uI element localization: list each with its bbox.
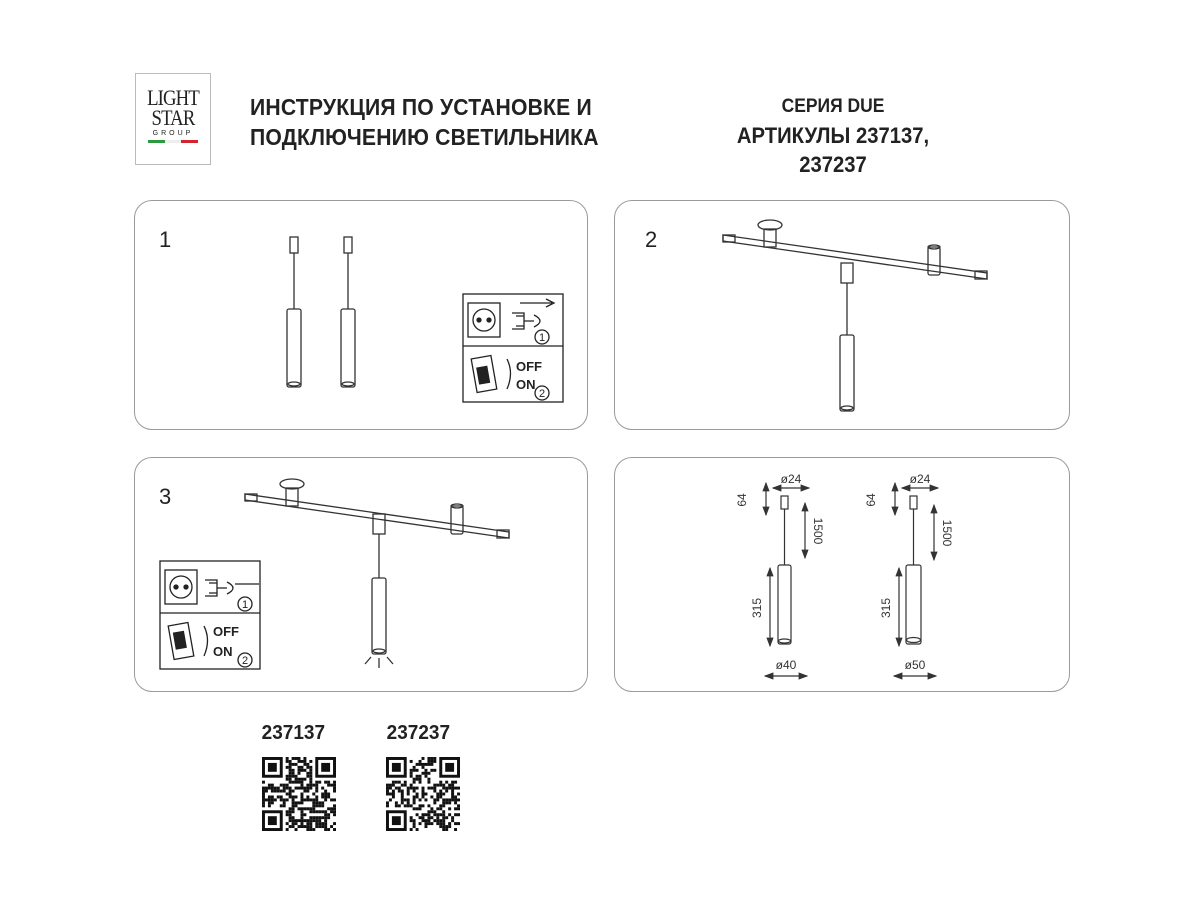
track-rail	[722, 234, 988, 280]
step-2-panel: 2	[614, 200, 1070, 430]
title-line-1: ИНСТРУКЦИЯ ПО УСТАНОВКЕ И	[250, 94, 592, 120]
qr-code-237137[interactable]	[262, 757, 336, 831]
step-3-panel: 3 1 OFF ON 2	[134, 457, 588, 692]
articles-line-2: 237237	[799, 152, 867, 177]
off-label: OFF	[516, 359, 542, 374]
body-length-label: 315	[750, 598, 764, 618]
step-badge-2: 2	[539, 388, 545, 400]
off-label: OFF	[213, 624, 239, 639]
power-on-instruction: 1 OFF ON 2	[159, 560, 261, 670]
title-line-2: ПОДКЛЮЧЕНИЮ СВЕТИЛЬНИКА	[250, 124, 599, 150]
top-diameter-label: ø24	[781, 472, 802, 486]
adapter-height-label: 64	[864, 493, 878, 507]
rotate-arrow-icon	[203, 625, 209, 657]
dimension-drawing-237237: ø24 64 1500 315 ø50	[864, 472, 954, 680]
articles-line-1: АРТИКУЛЫ 237137,	[736, 123, 930, 148]
body-diameter-label: ø40	[776, 658, 797, 672]
body-length-label: 315	[879, 598, 893, 618]
track-mount-illustration	[722, 219, 988, 412]
track-adapter	[840, 262, 854, 284]
installed-lamp-illustration	[244, 478, 510, 668]
step-number: 2	[645, 227, 658, 252]
logo-text-group: GROUP	[152, 130, 194, 137]
pendant-lamps-illustration	[286, 236, 356, 388]
italian-flag-stripe	[148, 140, 199, 143]
cable-length-label: 1500	[940, 520, 954, 547]
dimensions-panel: ø24 64 1500 315 ø40 ø24 64 1500 315 ø50	[614, 457, 1070, 692]
ceiling-mount	[757, 219, 783, 231]
qr-code-237237[interactable]	[386, 757, 460, 831]
step-badge-1: 1	[539, 332, 545, 344]
page-title: ИНСТРУКЦИЯ ПО УСТАНОВКЕ И ПОДКЛЮЧЕНИЮ СВ…	[250, 92, 599, 152]
body-diameter-label: ø50	[905, 658, 926, 672]
series-name: СЕРИЯ DUE	[781, 96, 885, 117]
step-badge-1: 1	[242, 599, 248, 611]
plug-icon	[205, 579, 259, 597]
series-info: СЕРИЯ DUE АРТИКУЛЫ 237137, 237237	[711, 92, 956, 179]
qr-label-237137: 237137	[261, 722, 326, 744]
step-badge-2: 2	[242, 655, 248, 667]
socket-icon	[467, 302, 501, 338]
on-label: ON	[516, 377, 536, 392]
logo-text-star: STAR	[151, 105, 196, 130]
lightstar-logo: LIGHT STAR GROUP	[135, 73, 211, 165]
cable-length-label: 1500	[811, 518, 825, 545]
light-rays-icon	[364, 656, 394, 668]
dimension-drawings: ø24 64 1500 315 ø40 ø24 64 1500 315 ø50	[735, 472, 954, 680]
adapter-height-label: 64	[735, 493, 749, 507]
socket-icon	[164, 569, 198, 605]
dimension-drawing-237137: ø24 64 1500 315 ø40	[735, 472, 825, 680]
pendant-body	[839, 334, 855, 412]
power-off-instruction: 1 OFF ON 2	[462, 293, 564, 403]
step-number: 1	[159, 227, 172, 252]
on-label: ON	[213, 644, 233, 659]
rotate-arrow-icon	[506, 358, 512, 390]
plug-icon	[512, 298, 556, 330]
step-1-panel: 1 1 OFF ON 2	[134, 200, 588, 430]
qr-label-237237: 237237	[386, 722, 451, 744]
switch-icon	[167, 621, 195, 661]
switch-icon	[470, 354, 498, 394]
logo-text-light: LIGHT	[147, 85, 200, 110]
top-diameter-label: ø24	[910, 472, 931, 486]
step-number: 3	[159, 484, 172, 509]
